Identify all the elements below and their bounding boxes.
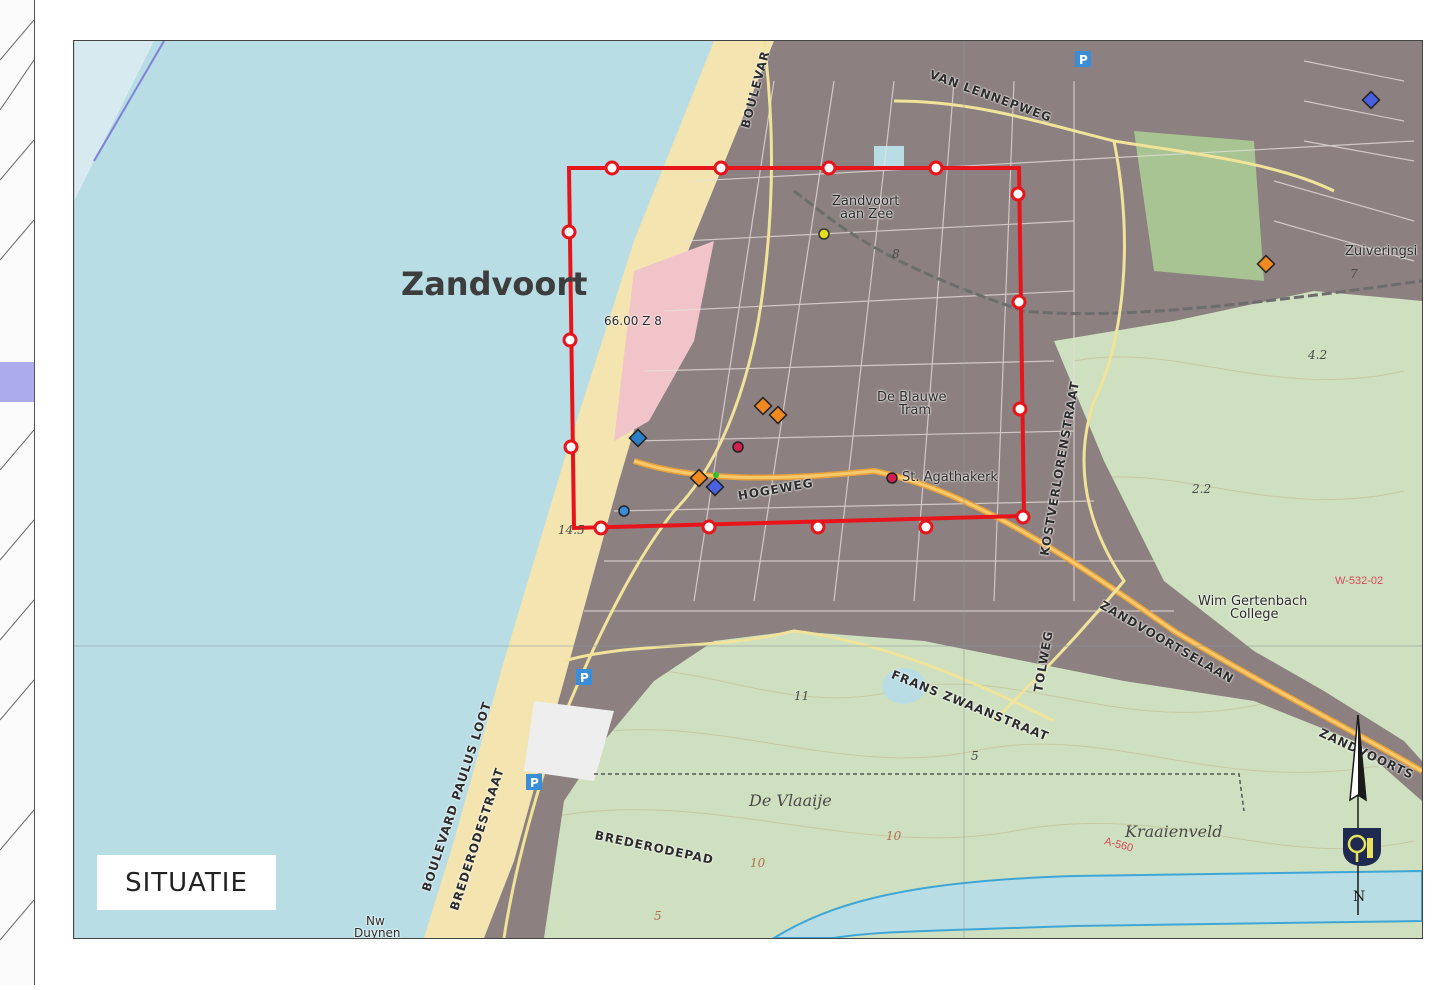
college-label-line-1: Wim Gertenbach	[1198, 594, 1308, 609]
map-title: SITUATIE	[97, 855, 276, 910]
svg-text:P: P	[530, 776, 539, 790]
north-arrow-icon: N	[1349, 715, 1367, 915]
adjacent-sheet-strip	[0, 0, 35, 985]
street-kostverlorenstraat: KOSTVERLORENSTRAAT	[1037, 380, 1082, 557]
dune-texture	[533, 356, 1415, 850]
boundary-line-sea	[93, 41, 165, 162]
north-label: N	[1353, 889, 1365, 905]
sea	[74, 41, 714, 938]
survey-label: 66.00 Z 8	[604, 314, 662, 328]
elevation-label: 5	[654, 909, 662, 923]
adjacent-sheet-lines	[0, 19, 35, 941]
elevation-label: 11	[794, 689, 810, 703]
boulevard-zone	[614, 241, 714, 441]
dune-label-kraaienveld: Kraaienveld	[1125, 822, 1223, 841]
elevation-label: 8	[892, 247, 900, 261]
elevation-label: 5	[971, 749, 979, 763]
dashed-boundary	[594, 773, 1245, 812]
pond	[882, 668, 926, 704]
cemetery	[1134, 131, 1264, 281]
college-label-line-2: College	[1230, 607, 1279, 622]
elevation-label: 10	[886, 829, 902, 843]
tram-label-line-1: De Blauwe	[877, 390, 947, 405]
pond-2	[874, 146, 904, 168]
svg-text:P: P	[580, 671, 589, 685]
elevation-label: 10	[750, 856, 766, 870]
town-name: Zandvoort	[401, 265, 588, 303]
dunes-nw-line-1: Nw	[366, 914, 385, 928]
topographic-map: P P P	[74, 41, 1422, 938]
tram-label: De Blauwe Tram	[877, 391, 947, 417]
church-label: St. Agathakerk	[902, 470, 998, 485]
station-label-line-1: Zandvoort	[832, 194, 900, 209]
tram-label-line-2: Tram	[899, 403, 932, 418]
treatment-label: Zuiveringsi	[1345, 244, 1418, 259]
boundary-vertices	[561, 160, 1031, 536]
dunes-nw-label: Nw Duynen	[354, 914, 401, 939]
dune-label-vlaaije: De Vlaaije	[749, 791, 832, 810]
road-code-w532: W-532-02	[1335, 575, 1384, 587]
elevation-label: 7	[1350, 267, 1358, 281]
parking-area	[524, 701, 614, 781]
beach	[424, 41, 774, 938]
dunes-nw-line-2: Duynen	[354, 926, 401, 939]
parking-icons: P P P	[526, 51, 1091, 790]
map-grid	[74, 41, 1422, 938]
map-frame[interactable]: P P P	[73, 40, 1423, 939]
svg-text:P: P	[1079, 53, 1088, 67]
canal	[772, 869, 1422, 938]
college-label: Wim Gertenbach College	[1198, 595, 1307, 621]
station-label-line-2: aan Zee	[840, 207, 894, 222]
elevation-label: 4.2	[1308, 348, 1328, 362]
railway	[793, 189, 1422, 316]
station-label: Zandvoort aan Zee	[832, 195, 899, 221]
adjacent-sheet-highlight	[0, 362, 34, 402]
elevation-label: 2.2	[1192, 482, 1212, 496]
elevation-label: 14.5	[558, 523, 585, 537]
municipality-logo-icon	[1343, 828, 1381, 866]
poi-markers	[618, 90, 1381, 517]
